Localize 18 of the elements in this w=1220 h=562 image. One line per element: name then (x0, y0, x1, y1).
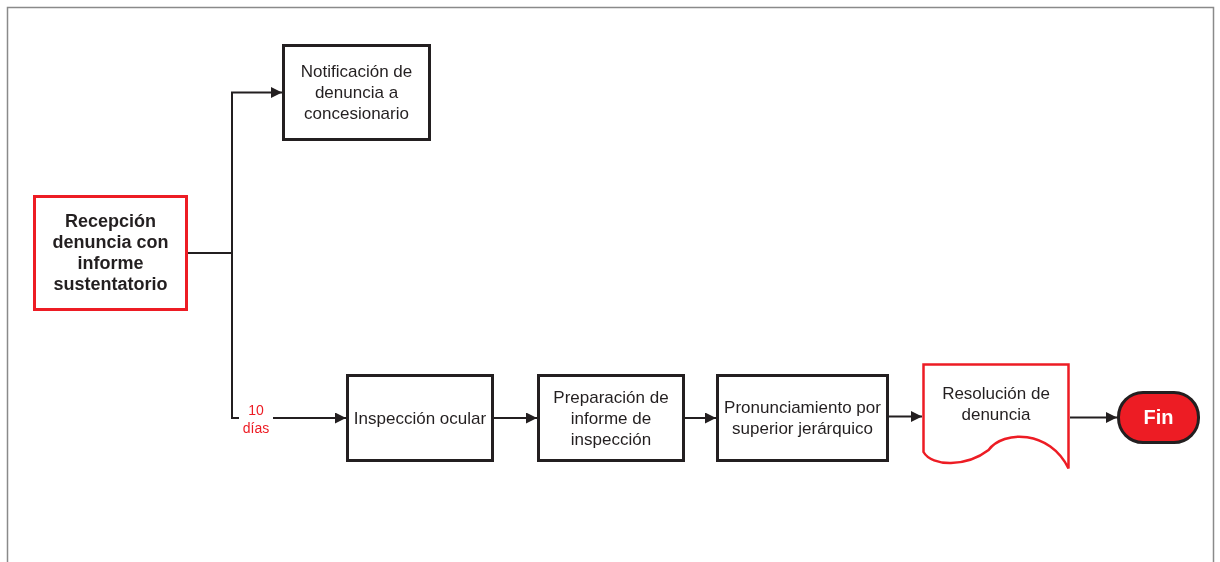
process-box (537, 374, 685, 462)
arrow (888, 411, 923, 422)
process-box (346, 374, 494, 462)
node-label: Recepción denuncia con informe sustentatorio (51, 211, 170, 295)
node-label: Preparación de informe de inspección (552, 386, 670, 450)
arrow (493, 412, 538, 424)
node-label: Fin (1143, 407, 1174, 428)
process-box (282, 44, 431, 141)
process-box (716, 374, 889, 462)
node-label: Pronunciamiento por superior jerárquico (723, 397, 882, 439)
node-label: Resolución de denuncia (941, 383, 1051, 425)
arrow (684, 412, 717, 424)
arrow (187, 252, 347, 424)
arrow (1069, 412, 1118, 423)
node-label: Inspección ocular (353, 407, 487, 429)
end-terminal (1117, 391, 1200, 444)
node-label: Notificación de denuncia a concesionario (299, 61, 414, 124)
start-box (33, 195, 188, 311)
